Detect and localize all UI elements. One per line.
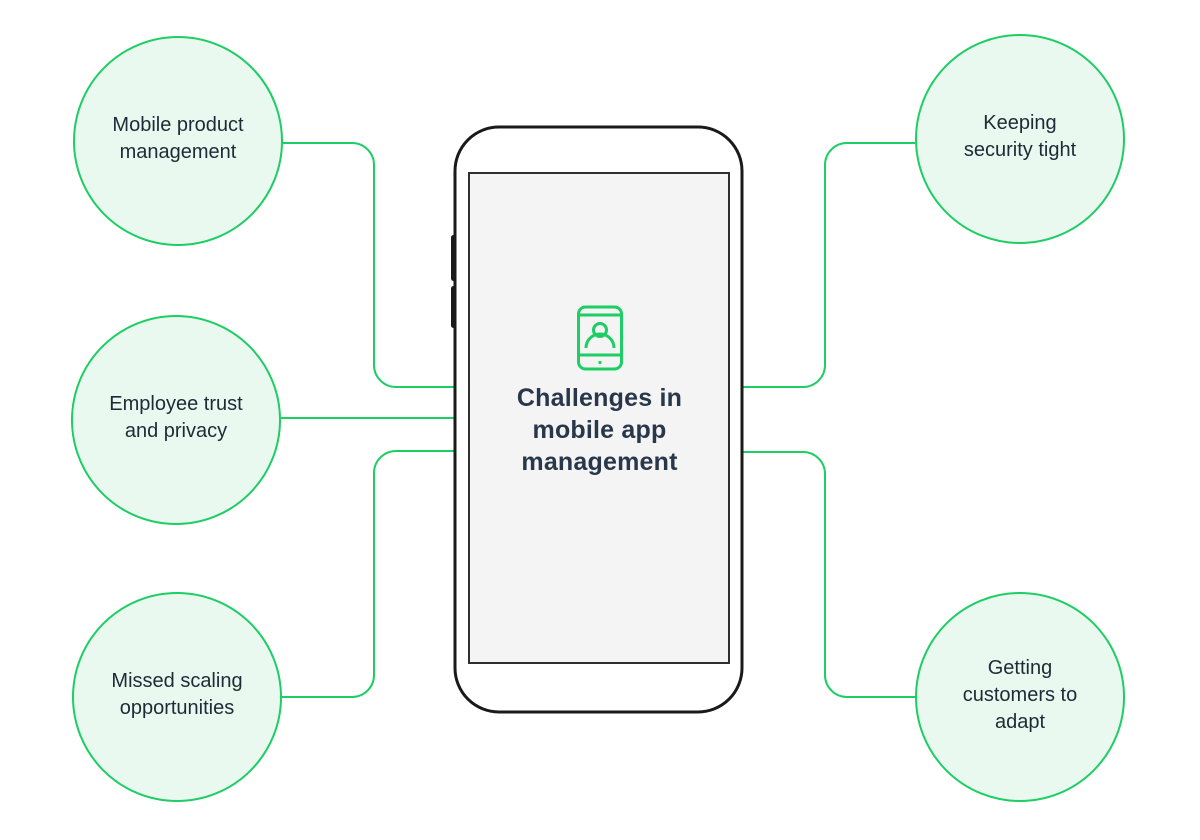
bubble-mobile-product-management: Mobile product management <box>73 36 283 246</box>
bubble-label: Keeping security tight <box>963 112 1077 161</box>
bubble-label: Getting customers to adapt <box>962 656 1078 733</box>
connector-bottom-right <box>742 451 915 698</box>
diagram-title: Challenges in mobile app management <box>516 384 683 476</box>
home-button-dot <box>598 360 602 365</box>
bubble-label: Mobile product management <box>112 114 244 163</box>
bubble-label: Employee trust and privacy <box>109 393 243 442</box>
connector-bottom-left <box>282 450 457 698</box>
bubble-getting-customers-to-adapt: Getting customers to adapt <box>915 592 1125 802</box>
connector-top-right <box>742 142 915 388</box>
bubble-label: Missed scaling opportunities <box>111 670 243 719</box>
phone-screen <box>468 172 730 664</box>
bubble-missed-scaling-opportunities: Missed scaling opportunities <box>72 592 282 802</box>
connector-top-left <box>283 142 457 388</box>
mobile-user-icon <box>577 305 623 371</box>
bubble-employee-trust-and-privacy: Employee trust and privacy <box>71 315 281 525</box>
bubble-keeping-security-tight: Keeping security tight <box>915 34 1125 244</box>
